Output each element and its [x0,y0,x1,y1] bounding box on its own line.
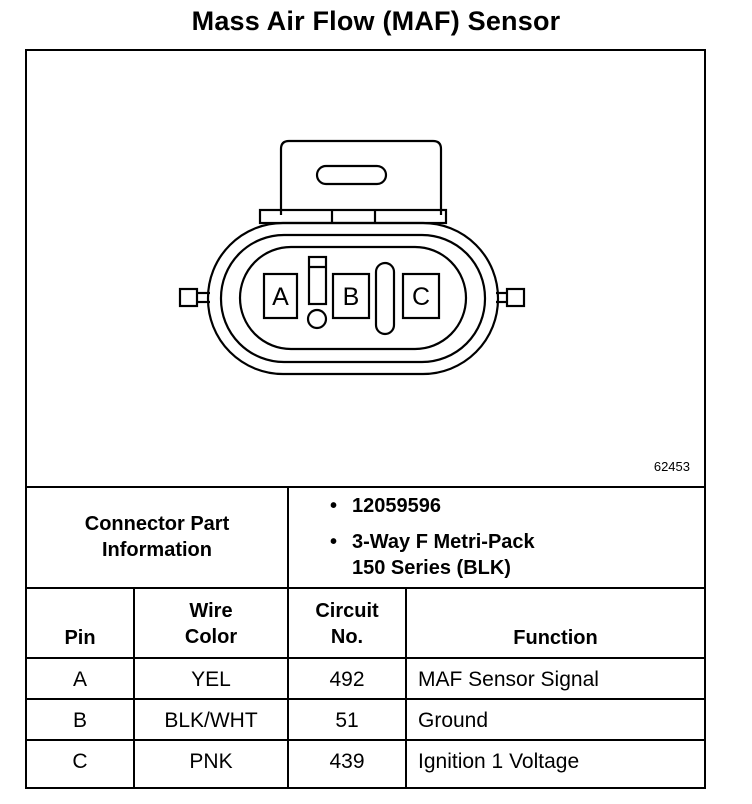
row-a-wire-color: YEL [191,668,231,691]
part-number: 12059596 [352,495,441,517]
page-title: Mass Air Flow (MAF) Sensor [191,6,561,36]
row-c-circuit: 439 [329,750,365,773]
row-b-circuit: 51 [335,709,359,732]
row-b-pin: B [72,709,87,732]
connector-info-label: Connector Part Information [84,513,230,561]
divider [27,739,704,741]
divider [27,587,704,589]
row-c-function: Ignition 1 Voltage [418,750,580,773]
divider [27,698,704,700]
row-b-function: Ground [418,709,489,732]
bullet: • [330,495,338,517]
divider [133,587,135,789]
divider [405,587,407,789]
connector-face-drawing: A B C [178,139,526,376]
pin-cavity-c [401,272,441,320]
left-ear [178,287,199,308]
figure-number: 62453 [653,459,690,474]
bullet: • [330,531,338,553]
alignment-post [306,308,328,330]
header-function: Function [513,627,598,649]
row-c-wire-color: PNK [189,750,233,773]
row-a-function: MAF Sensor Signal [418,668,599,691]
header-wire-color: Wire Color [184,600,238,648]
polarizing-key [307,255,328,306]
divider [27,486,704,488]
connector-housing-middle [219,233,487,364]
locking-tab [279,139,443,215]
header-pin: Pin [64,627,96,649]
connector-housing-outer [206,221,500,376]
latch-slot [315,164,388,186]
pin-label-b: B [343,283,360,311]
divider [287,486,289,589]
pin-label-a: A [272,283,289,311]
connector-diagram: A B C 62453 [27,51,704,488]
cavity-divider [374,261,396,336]
connector-info-frame: A B C 62453 Connector Part Information •… [25,49,706,789]
divider [287,587,289,789]
row-a-circuit: 492 [329,668,365,691]
header-circuit-no: Circuit No. [315,600,379,648]
right-ear [505,287,526,308]
connector-housing-inner [238,245,468,351]
pin-cavity-b [331,272,371,320]
pin-cavity-a [262,272,299,320]
upper-rib [258,208,448,225]
row-b-wire-color: BLK/WHT [164,709,258,732]
pin-label-c: C [412,283,430,311]
row-a-pin: A [72,668,87,691]
row-c-pin: C [72,750,88,773]
divider [27,657,704,659]
connector-description: 3-Way F Metri-Pack 150 Series (BLK) [352,531,535,579]
